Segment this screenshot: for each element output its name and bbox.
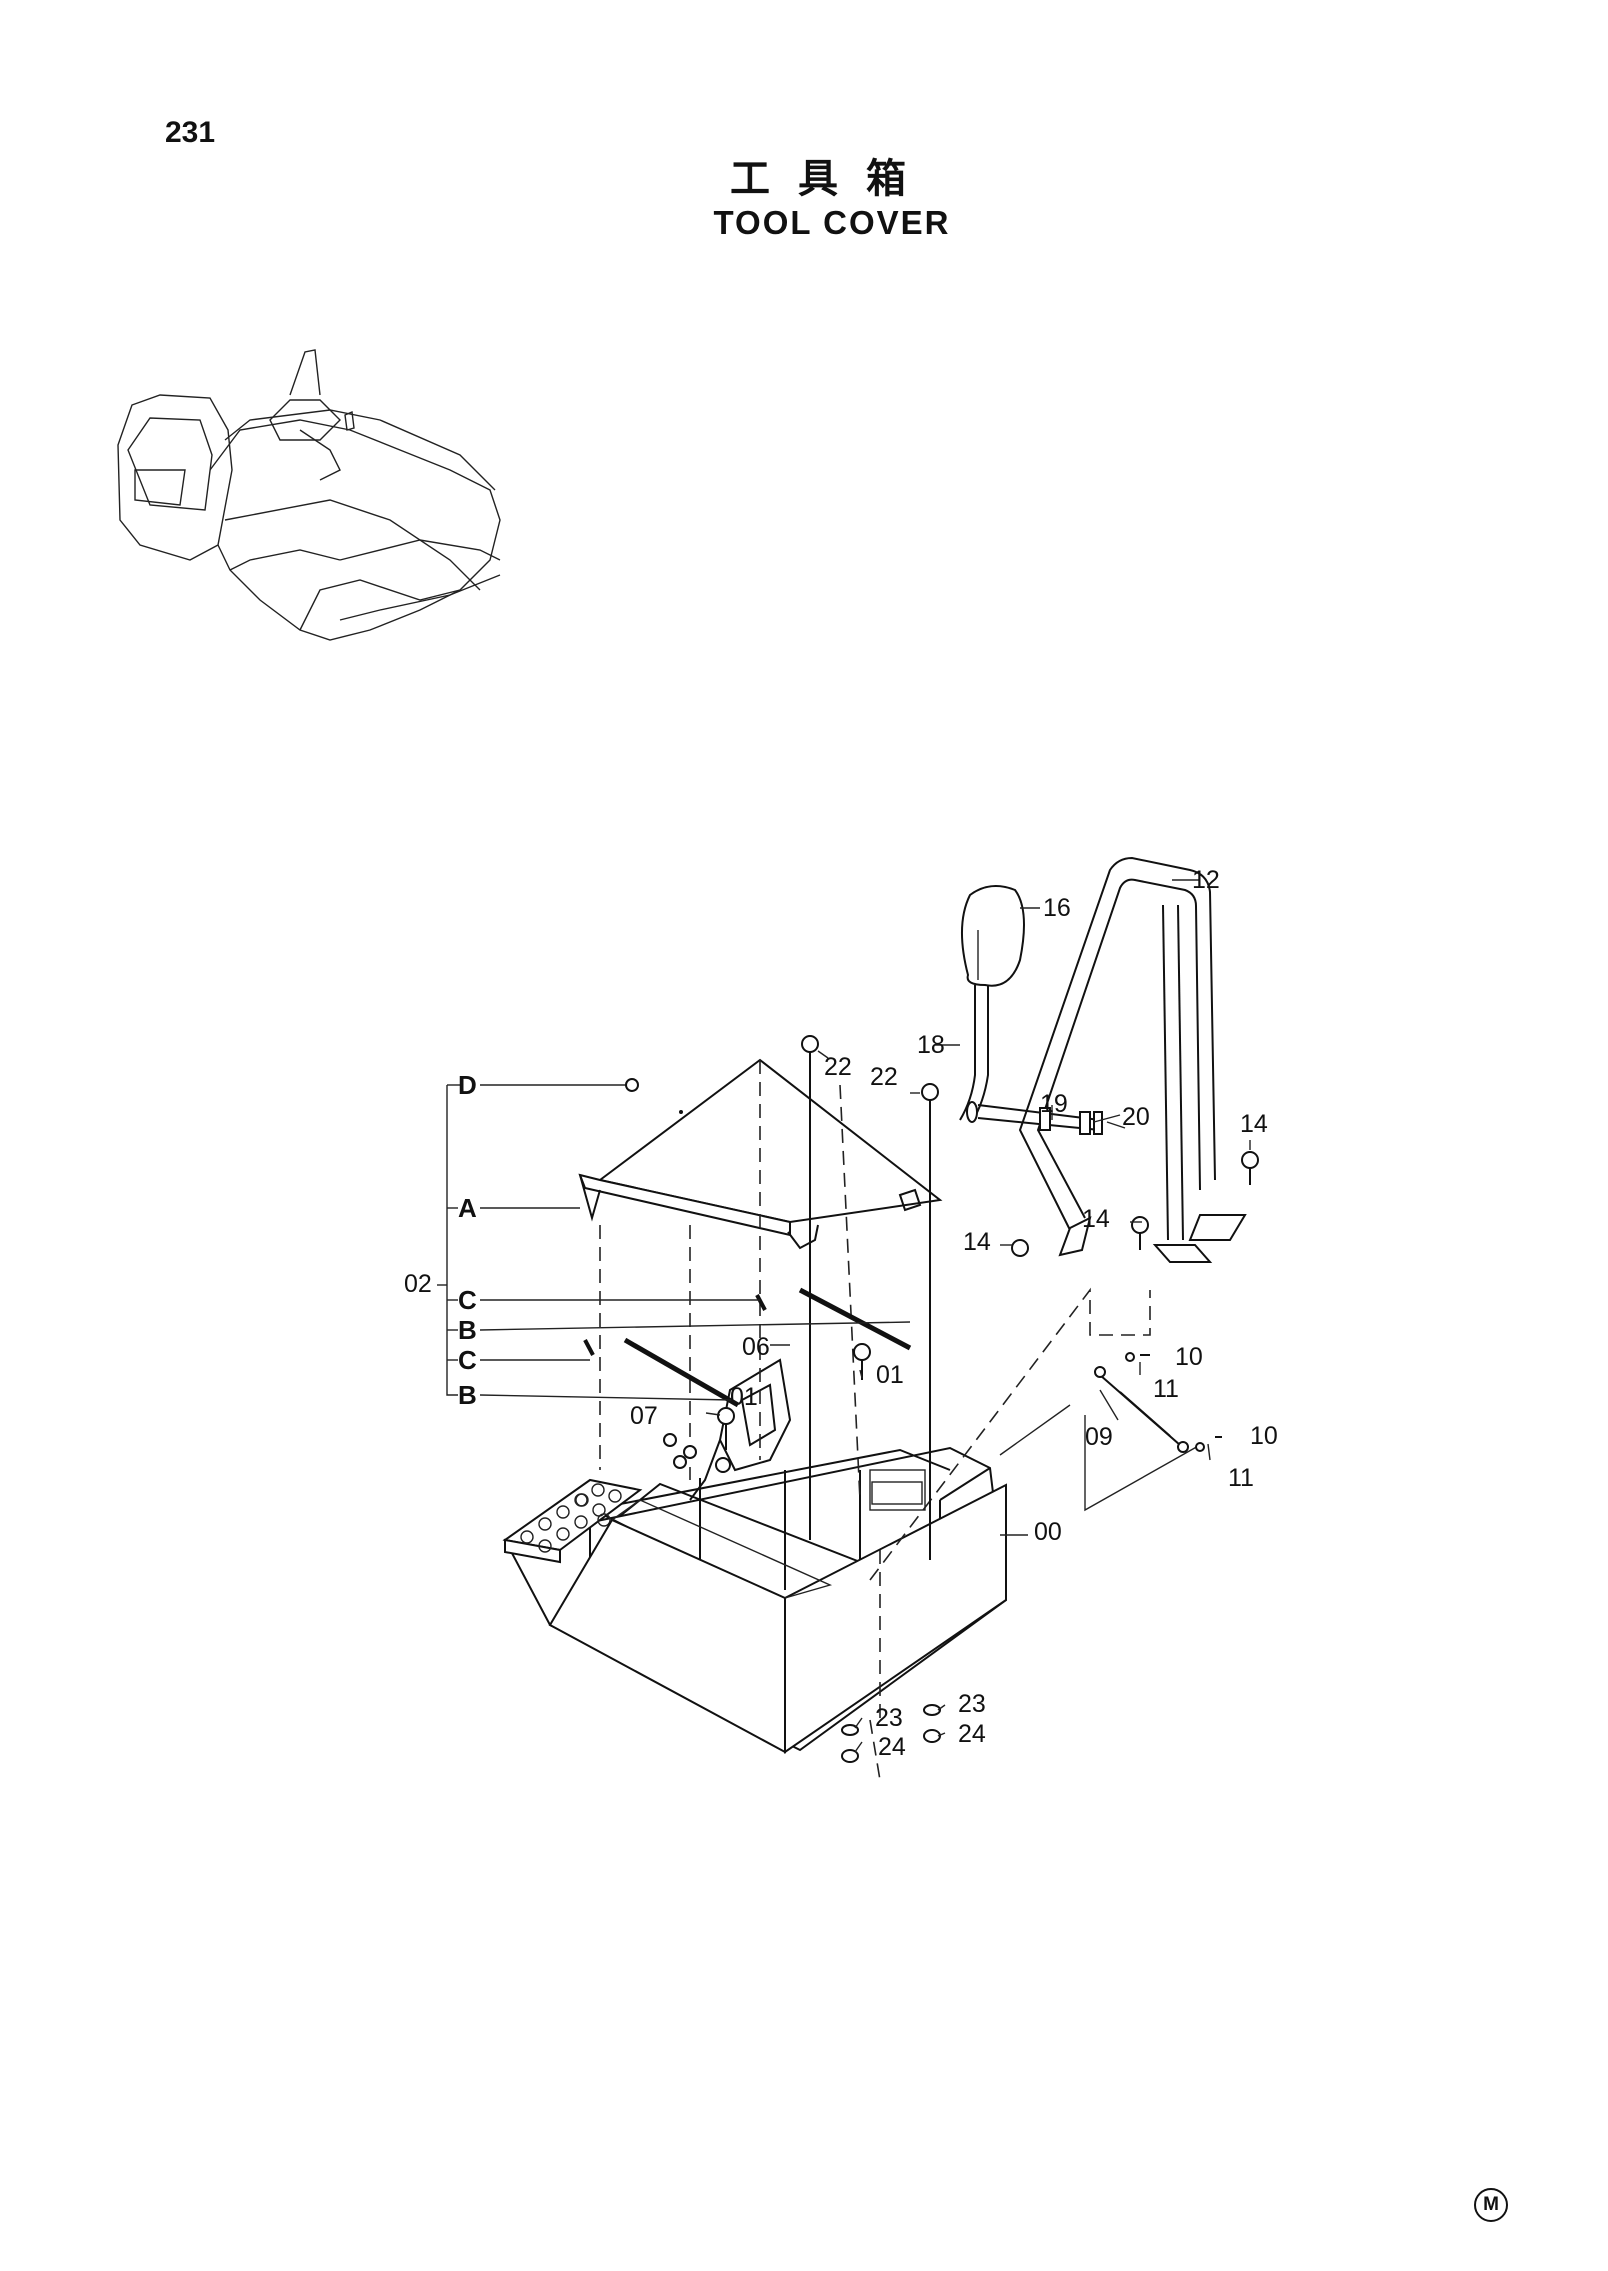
callout-14-a: 14 <box>963 1228 991 1256</box>
callout-06: 06 <box>742 1333 770 1361</box>
callout-02: 02 <box>404 1270 432 1298</box>
sub-callout-b-1: B <box>458 1315 477 1345</box>
callout-07: 07 <box>630 1402 658 1430</box>
callout-16: 16 <box>1043 894 1071 922</box>
callout-23-a: 23 <box>875 1704 903 1732</box>
callout-22-a: 22 <box>824 1053 852 1081</box>
callout-00: 00 <box>1034 1518 1062 1546</box>
callout-14-b: 14 <box>1082 1205 1110 1233</box>
pin-clip <box>977 1104 1103 1135</box>
handrail <box>1018 856 1247 1263</box>
callout-10-a: 10 <box>1175 1343 1203 1371</box>
callout-12: 12 <box>1192 866 1220 894</box>
page-title-japanese: 工具箱 <box>730 156 934 202</box>
washers-nuts <box>841 1704 941 1763</box>
step-plate <box>502 1478 643 1564</box>
cover-lid <box>578 1058 943 1250</box>
callout-11-a: 11 <box>1153 1375 1179 1403</box>
sub-callout-a: A <box>458 1193 477 1223</box>
sub-callout-c-1: C <box>458 1285 477 1315</box>
excavator-thumbnail <box>117 349 501 641</box>
callout-19: 19 <box>1040 1090 1068 1118</box>
gas-spring <box>1094 1352 1222 1453</box>
callout-11-b: 11 <box>1228 1464 1254 1492</box>
callout-01-b: 01 <box>876 1361 904 1389</box>
callout-18: 18 <box>917 1031 945 1059</box>
page-number: 231 <box>165 116 216 149</box>
callout-23-b: 23 <box>958 1690 986 1718</box>
callout-14-c: 14 <box>1240 1110 1268 1138</box>
cap-d <box>625 1078 639 1092</box>
sub-callout-c-2: C <box>458 1345 477 1375</box>
bolts-14 <box>1011 1151 1259 1257</box>
sub-callout-d: D <box>458 1070 477 1100</box>
bolts-22 <box>801 1035 939 1560</box>
callout-24-a: 24 <box>878 1733 906 1761</box>
hold-rod <box>959 885 1025 1123</box>
callout-22-b: 22 <box>870 1063 898 1091</box>
callout-09: 09 <box>1085 1423 1113 1451</box>
seal-strips <box>583 1287 912 1408</box>
leader-lines <box>437 879 1251 1753</box>
lock-mechanism <box>689 1358 792 1501</box>
callout-24-b: 24 <box>958 1720 986 1748</box>
corner-mark: M <box>1474 2188 1508 2222</box>
page-title: TOOL COVER <box>713 204 951 241</box>
callout-20: 20 <box>1122 1103 1150 1131</box>
part-callouts: 00 01 01 02 06 07 09 10 10 11 11 12 14 1… <box>404 866 1278 1761</box>
callout-10-b: 10 <box>1250 1422 1278 1450</box>
callout-01-a: 01 <box>730 1383 758 1411</box>
sub-callout-b-2: B <box>458 1380 477 1410</box>
alignment-lines <box>599 1060 1151 1781</box>
bolts-01-07 <box>663 1343 871 1469</box>
